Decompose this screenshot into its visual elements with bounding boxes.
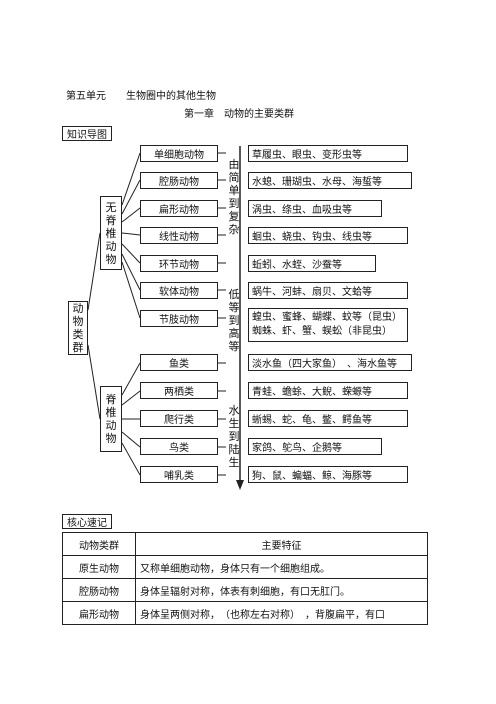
examples-box: 水螅、珊瑚虫、水母、海蜇等 bbox=[248, 172, 412, 189]
non-insect-examples: 蜘蛛、虾、蟹、蜈蚣（非昆虫） bbox=[252, 326, 392, 337]
examples-box: 蚯蚓、水蛭、沙蚕等 bbox=[248, 255, 376, 272]
root-label: 动物类群 bbox=[72, 302, 84, 354]
table-cell: 又称单细胞动物，身体只有一个细胞组成。 bbox=[135, 555, 428, 579]
table-header-row: 动物类群 主要特征 bbox=[62, 532, 428, 556]
category-box: 单细胞动物 bbox=[140, 145, 218, 162]
table-cell: 身体呈辐射对称，体表有刺细胞，有口无肛门。 bbox=[135, 578, 428, 602]
category-box: 腔肠动物 bbox=[140, 172, 218, 189]
category-box: 软体动物 bbox=[140, 282, 218, 299]
vertebrate-box: 脊椎动物 bbox=[100, 386, 122, 452]
root-box: 动物类群 bbox=[68, 301, 88, 355]
knowledge-map-label: 知识导图 bbox=[62, 126, 112, 141]
examples-box: 蜗牛、河蚌、扇贝、文蛤等 bbox=[248, 282, 408, 299]
table-row: 原生动物 又称单细胞动物，身体只有一个细胞组成。 bbox=[62, 555, 428, 579]
trend-low-to-high: 低等到高等 bbox=[228, 288, 240, 353]
table-row: 腔肠动物 身体呈辐射对称，体表有刺细胞，有口无肛门。 bbox=[62, 578, 428, 602]
examples-box: 狗、鼠、蝙蝠、鲸、海豚等 bbox=[248, 466, 408, 483]
examples-box: 家鸽、鸵鸟、企鹅等 bbox=[248, 438, 382, 455]
arthropod-examples-box: 蝗虫、蜜蜂、蝴蝶、蚊等（昆虫） 蜘蛛、虾、蟹、蜈蚣（非昆虫） bbox=[248, 308, 408, 342]
invertebrate-label: 无脊椎动物 bbox=[105, 200, 117, 266]
table-header-cell: 动物类群 bbox=[62, 532, 136, 556]
category-box: 扁形动物 bbox=[140, 200, 218, 217]
examples-box: 涡虫、绦虫、血吸虫等 bbox=[248, 200, 382, 217]
chapter-title: 第一章 动物的主要类群 bbox=[184, 109, 294, 120]
insect-examples: 蝗虫、蜜蜂、蝴蝶、蚊等（昆虫） bbox=[252, 312, 402, 323]
examples-box: 蜥蜴、蛇、龟、鳖、鳄鱼等 bbox=[248, 410, 408, 427]
examples-box: 淡水鱼（四大家鱼） 、海水鱼等 bbox=[248, 354, 412, 371]
category-box: 线性动物 bbox=[140, 227, 218, 244]
table-header-cell: 主要特征 bbox=[135, 532, 428, 556]
table-cell: 身体呈两侧对称， （也称左右对称） ，背腹扁平，有口 bbox=[135, 601, 428, 625]
category-box: 鸟类 bbox=[140, 438, 218, 455]
examples-box: 青蛙、蟾蜍、大鲵、蝾螈等 bbox=[248, 382, 408, 399]
examples-box: 蛔虫、蛲虫、钩虫、线虫等 bbox=[248, 227, 408, 244]
core-notes-label: 核心速记 bbox=[62, 514, 112, 529]
category-box: 鱼类 bbox=[140, 354, 218, 371]
category-box: 哺乳类 bbox=[140, 466, 218, 483]
category-box: 环节动物 bbox=[140, 255, 218, 272]
vertebrate-label: 脊椎动物 bbox=[105, 393, 117, 445]
category-box: 两栖类 bbox=[140, 382, 218, 399]
table-cell: 扁形动物 bbox=[62, 601, 136, 625]
invertebrate-box: 无脊椎动物 bbox=[100, 196, 122, 270]
table-row: 扁形动物 身体呈两侧对称， （也称左右对称） ，背腹扁平，有口 bbox=[62, 601, 428, 625]
trend-simple-to-complex: 由简单到复杂 bbox=[228, 158, 240, 236]
category-box: 爬行类 bbox=[140, 410, 218, 427]
examples-box: 草履虫、眼虫、变形虫等 bbox=[248, 145, 408, 162]
table-cell: 原生动物 bbox=[62, 555, 136, 579]
category-box: 节肢动物 bbox=[140, 310, 218, 327]
table-cell: 腔肠动物 bbox=[62, 578, 136, 602]
unit-title: 第五单元 生物圈中的其他生物 bbox=[66, 91, 216, 102]
trend-water-to-land: 水生到陆生 bbox=[228, 404, 240, 469]
core-table: 动物类群 主要特征 原生动物 又称单细胞动物，身体只有一个细胞组成。 腔肠动物 … bbox=[62, 532, 428, 625]
